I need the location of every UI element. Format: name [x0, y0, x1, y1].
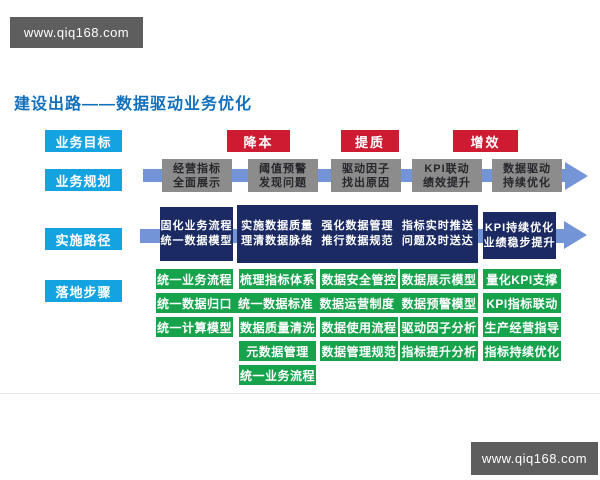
planning-step-line2: 绩效提升	[423, 176, 471, 189]
path-block-line2: 推行数据规范	[321, 235, 394, 247]
path-block-line2: 理清数据脉络	[241, 235, 314, 247]
watermark-text: www.qiq168.com	[481, 451, 588, 466]
path-block-last: KPI持续优化 业绩稳步提升	[483, 212, 556, 259]
path-block-cell: 强化数据管理 推行数据规范	[321, 219, 393, 249]
path-flow-arrow-icon	[564, 221, 587, 249]
goal-quality-improvement: 提质	[341, 130, 399, 152]
step-cell-bar: 统一数据归口 统一数据标准 数据运营制度 数据预警模型	[156, 293, 478, 313]
path-block-middle: 实施数据质量 理清数据脉络 强化数据管理 推行数据规范 指标实时推送 问题及时送…	[237, 205, 478, 263]
path-block-cell: 实施数据质量 理清数据脉络	[241, 219, 313, 249]
planning-step-line2: 持续优化	[503, 176, 551, 189]
path-block-line2: 问题及时送达	[401, 235, 474, 247]
planning-step-line1: 驱动因子	[342, 162, 390, 175]
planning-step: KPI联动 绩效提升	[412, 159, 482, 192]
planning-step: 阈值预警 发现问题	[248, 159, 318, 192]
planning-flow-arrow-icon	[565, 161, 588, 190]
step-cell: 数据运营制度	[319, 296, 395, 311]
step-cell: 数据使用流程	[320, 317, 398, 337]
planning-step: 驱动因子 找出原因	[331, 159, 401, 192]
step-cell: 统一数据归口	[156, 296, 232, 311]
step-cell: 统一数据标准	[237, 296, 313, 311]
planning-step-line1: 经营指标	[173, 162, 221, 175]
row-label-implementation-path: 实施路径	[45, 228, 122, 250]
step-cell: 驱动因子分析	[400, 317, 478, 337]
planning-step-line1: KPI联动	[424, 162, 470, 175]
row-label-business-goals: 业务目标	[45, 130, 122, 152]
step-cell: 数据预警模型	[401, 296, 477, 311]
row-label-business-planning: 业务规划	[45, 169, 122, 191]
step-cell: 统一计算模型	[156, 317, 233, 337]
path-block-line1: 强化数据管理	[321, 220, 394, 232]
path-block-cell: 指标实时推送 问题及时送达	[402, 219, 474, 249]
step-cell: 统一业务流程	[239, 365, 316, 385]
planning-step-line2: 全面展示	[173, 176, 221, 189]
path-block-line1: 指标实时推送	[401, 220, 474, 232]
goal-efficiency-gain: 增效	[453, 130, 518, 152]
path-block-line2: 统一数据模型	[160, 235, 233, 247]
page-title: 建设出路——数据驱动业务优化	[14, 96, 253, 113]
step-cell: 元数据管理	[239, 341, 316, 361]
path-block-line1: KPI持续优化	[484, 221, 555, 234]
step-cell: 生产经营指导	[483, 317, 561, 337]
planning-step-line1: 数据驱动	[503, 162, 551, 175]
row-label-landing-steps: 落地步骤	[45, 280, 122, 302]
step-cell: 指标持续优化	[483, 341, 561, 361]
planning-step: 数据驱动 持续优化	[492, 159, 562, 192]
planning-step-line1: 阈值预警	[259, 162, 307, 175]
watermark-top: www.qiq168.com	[10, 17, 143, 48]
step-cell: KPI指标联动	[483, 293, 561, 313]
step-cell: 数据管理规范	[320, 341, 398, 361]
planning-step-line2: 找出原因	[342, 176, 390, 189]
goal-cost-reduction: 降本	[227, 130, 290, 152]
planning-step: 经营指标 全面展示	[162, 159, 232, 192]
step-cell: 梳理指标体系	[239, 269, 316, 289]
step-cell: 量化KPI支撑	[483, 269, 561, 289]
path-block-first: 固化业务流程 统一数据模型	[160, 207, 233, 261]
watermark-bottom: www.qiq168.com	[471, 442, 598, 475]
path-block-line1: 固化业务流程	[160, 220, 233, 232]
path-block-line2: 业绩稳步提升	[483, 236, 556, 249]
step-cell: 统一业务流程	[156, 269, 233, 289]
watermark-text: www.qiq168.com	[23, 25, 130, 40]
step-cell: 数据展示模型	[400, 269, 478, 289]
step-cell: 指标提升分析	[400, 341, 478, 361]
planning-step-line2: 发现问题	[259, 176, 307, 189]
step-cell: 数据质量清洗	[239, 317, 316, 337]
path-block-line1: 实施数据质量	[241, 220, 314, 232]
slide-bottom-divider	[0, 393, 600, 394]
step-cell: 数据安全管控	[320, 269, 398, 289]
